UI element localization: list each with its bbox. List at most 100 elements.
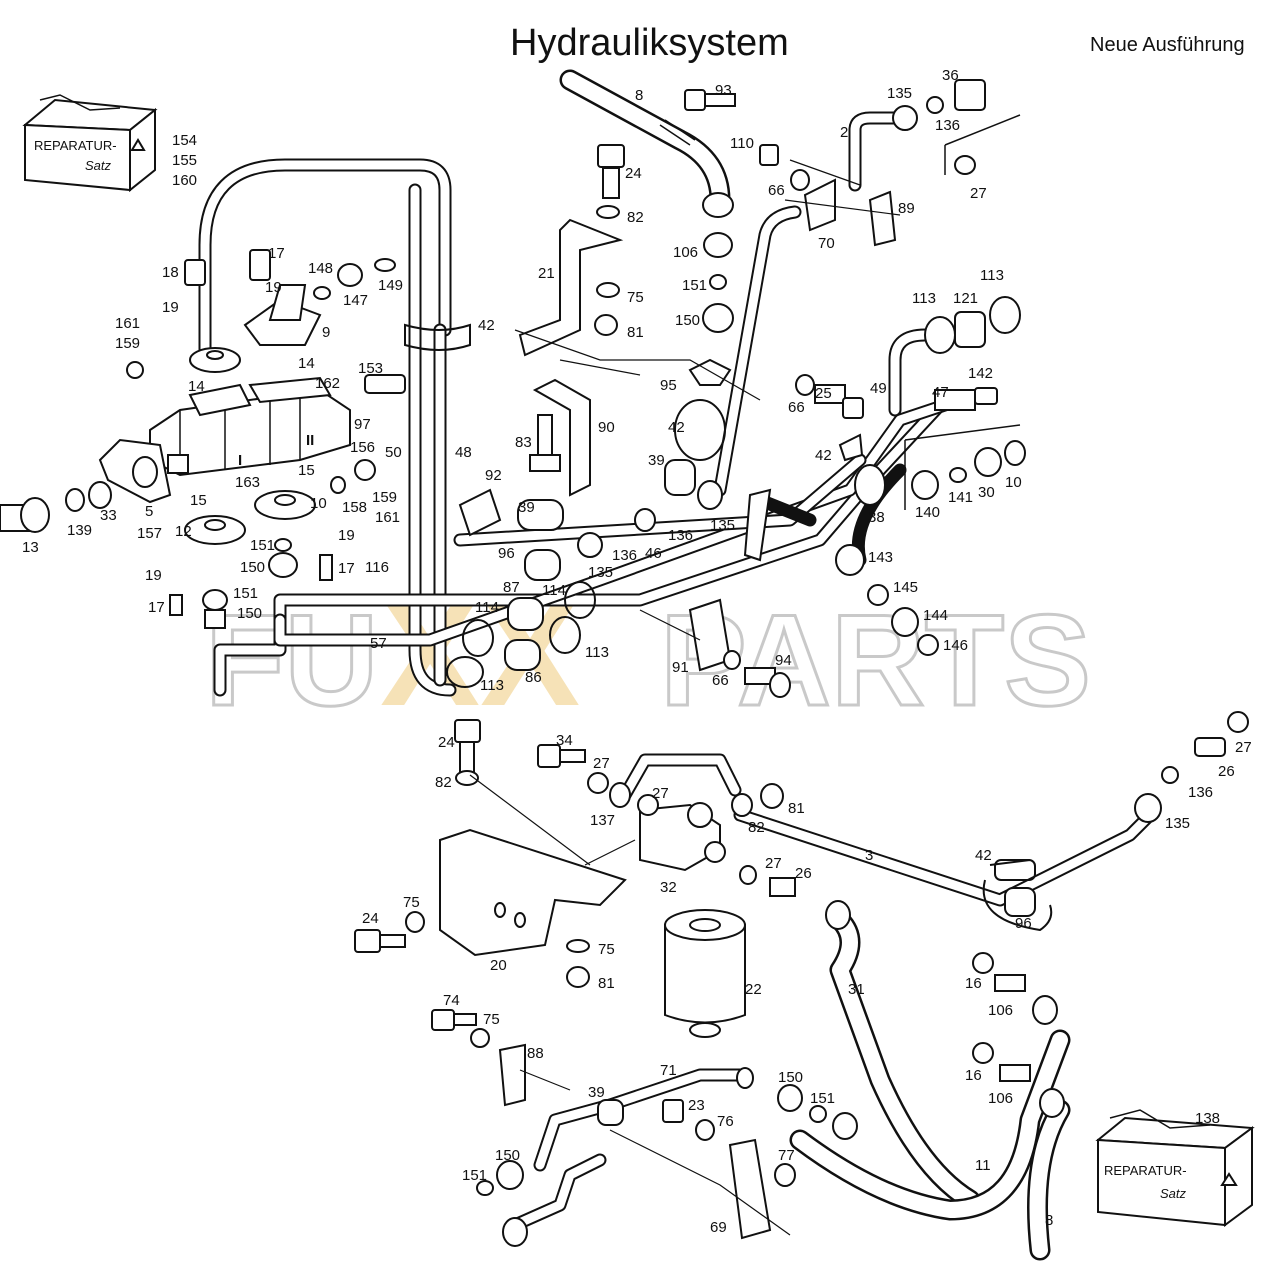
callout-label: 49 [870, 380, 887, 397]
callout-label: 27 [970, 185, 987, 202]
callout-label: 12 [175, 523, 192, 540]
callout-label: 159 [372, 489, 397, 506]
callout-label: 13 [22, 539, 39, 556]
callout-label: 93 [715, 82, 732, 99]
bracket-21 [518, 144, 625, 357]
fittings-right-lower [972, 711, 1249, 1118]
leader-lines [469, 159, 901, 1236]
callout-label: 26 [1218, 763, 1235, 780]
callout-label: 150 [675, 312, 700, 329]
repair-kit-left-line2: Satz [85, 158, 112, 173]
callout-label: 136 [1188, 784, 1213, 801]
callout-label: 113 [980, 267, 1004, 284]
callout-label: 141 [948, 489, 973, 506]
callout-label: 157 [137, 525, 162, 542]
callout-label: 139 [67, 522, 92, 539]
callout-label: 32 [660, 879, 677, 896]
callout-label: 90 [598, 419, 615, 436]
callout-label: 47 [932, 384, 949, 401]
callout-label: 57 [370, 635, 387, 652]
callout-label: 97 [354, 416, 371, 433]
callout-label: 76 [717, 1113, 734, 1130]
callout-label: 86 [525, 669, 542, 686]
callout-label: 20 [490, 957, 507, 974]
fittings-right-upper [795, 296, 1026, 656]
callout-label: 148 [308, 260, 333, 277]
callout-label: 163 [235, 474, 260, 491]
repair-kit-left-line1: REPARATUR- [34, 138, 117, 153]
callout-label: 154 [172, 132, 197, 149]
callout-label: 39 [648, 452, 665, 469]
callout-label: 135 [1165, 815, 1190, 832]
callout-label: 27 [593, 755, 610, 772]
callout-label: 143 [868, 549, 893, 566]
callout-label: 17 [268, 245, 285, 262]
callout-label: 75 [403, 894, 420, 911]
callout-label: 92 [485, 467, 502, 484]
callout-label: 33 [100, 507, 117, 524]
callout-label: 11 [975, 1157, 991, 1174]
callout-label: 9 [322, 324, 330, 341]
callout-label: 14 [298, 355, 315, 372]
lower-hoses [789, 909, 1071, 1261]
callout-label: 81 [627, 324, 644, 341]
callout-label: 22 [745, 981, 762, 998]
callout-label: 106 [673, 244, 698, 261]
callout-label: 82 [435, 774, 452, 791]
callout-label: 17 [338, 560, 355, 577]
callout-label: 151 [682, 277, 707, 294]
callout-label: 34 [556, 732, 573, 749]
deutz-logo-icon [1220, 1172, 1238, 1186]
callout-labels: 154 155 160 8 93 135 36 2 136 27 110 66 … [22, 67, 1252, 1236]
deutz-logo-icon [130, 138, 146, 151]
callout-label: 150 [237, 605, 262, 622]
fittings-left [126, 249, 406, 629]
callout-label: 39 [518, 499, 535, 516]
callout-label: 113 [585, 644, 609, 661]
callout-label: 135 [588, 564, 613, 581]
pump-stage-ii-label: II [306, 432, 314, 449]
callout-label: 14 [188, 378, 205, 395]
callout-label: 10 [310, 495, 327, 512]
callout-label: 15 [190, 492, 207, 509]
hose-8-top [559, 69, 731, 211]
callout-label: 74 [443, 992, 460, 1009]
callout-label: 113 [912, 290, 936, 307]
callout-label: 106 [988, 1090, 1013, 1107]
callout-label: 140 [915, 504, 940, 521]
callout-label: 2 [840, 124, 848, 141]
callout-label: 110 [730, 135, 754, 152]
callout-label: 42 [975, 847, 992, 864]
callout-label: 75 [598, 941, 615, 958]
callout-label: 156 [350, 439, 375, 456]
callout-label: 96 [498, 545, 515, 562]
clamp-42-lower [982, 859, 1053, 932]
callout-label: 31 [848, 981, 865, 998]
callout-label: 155 [172, 152, 197, 169]
callout-label: 106 [988, 1002, 1013, 1019]
callout-label: 24 [362, 910, 379, 927]
callout-label: 96 [1015, 915, 1032, 932]
bracket-90 [529, 378, 591, 497]
callout-label: 135 [887, 85, 912, 102]
callout-label: 83 [515, 434, 532, 451]
callout-label: 116 [365, 559, 389, 576]
callout-label: 151 [233, 585, 258, 602]
callout-label: 149 [378, 277, 403, 294]
callout-label: 18 [162, 264, 179, 281]
page-title: Hydrauliksystem [510, 22, 789, 64]
watermark-text-left: FU [205, 587, 378, 733]
callout-label: 19 [162, 299, 179, 316]
callout-label: 142 [968, 365, 993, 382]
callout-label: 159 [115, 335, 140, 352]
callout-label: 77 [778, 1147, 795, 1164]
callout-label: 162 [315, 375, 340, 392]
callout-label: 146 [943, 637, 968, 654]
callout-label: 66 [788, 399, 805, 416]
callout-label: 27 [1235, 739, 1252, 756]
callout-label: 151 [250, 537, 275, 554]
callout-label: 30 [978, 484, 995, 501]
callout-label: 24 [625, 165, 642, 182]
